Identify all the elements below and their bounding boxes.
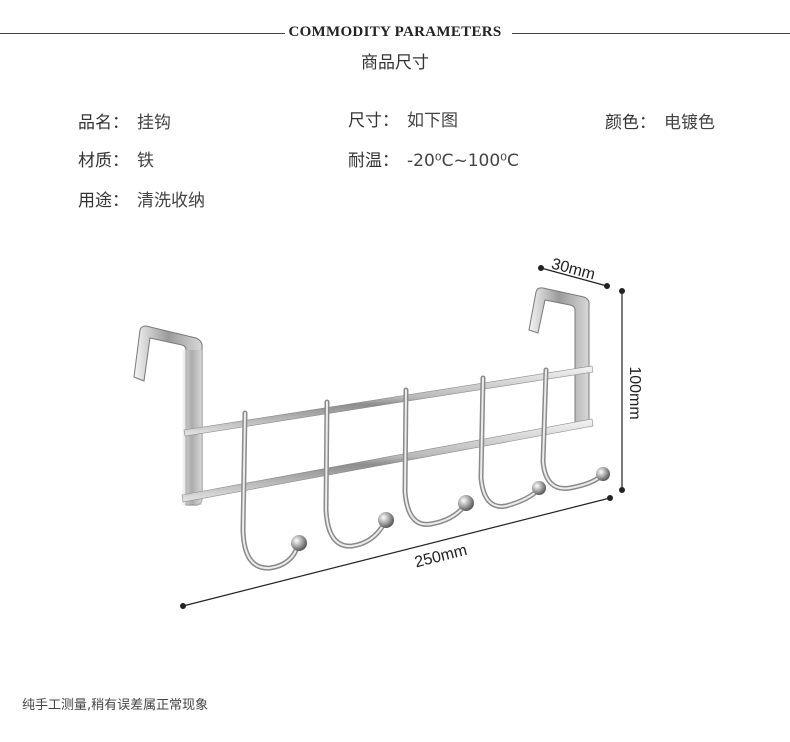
param-size-value: 如下图	[407, 111, 458, 131]
dimension-height-label: 100mm	[626, 366, 643, 419]
hook-2	[323, 399, 394, 549]
dimension-depth-label: 30mm	[549, 256, 596, 284]
param-temp-label: 耐温：	[348, 151, 399, 171]
param-temp: 耐温： -20⁰C~100⁰C	[348, 146, 519, 171]
hook-5	[540, 367, 610, 491]
header-title-en: COMMODITY PARAMETERS	[0, 24, 790, 41]
header-rule-left	[0, 33, 300, 34]
param-use-value: 清洗收纳	[137, 191, 205, 211]
param-temp-value: -20⁰C~100⁰C	[407, 151, 519, 171]
param-name-label: 品名：	[78, 113, 129, 133]
param-use: 用途： 清洗收纳	[78, 186, 205, 211]
rails	[181, 365, 594, 503]
right-bracket	[528, 287, 590, 425]
param-use-label: 用途：	[78, 191, 129, 211]
dimension-depth: 30mm	[538, 256, 610, 289]
param-color-value: 电镀色	[664, 113, 715, 133]
param-size: 尺寸： 如下图	[348, 106, 458, 131]
header-title-cn: 商品尺寸	[361, 53, 429, 73]
hook-1	[240, 410, 307, 571]
left-bracket	[133, 325, 203, 506]
footer-note: 纯手工测量,稍有误差属正常现象	[22, 698, 209, 713]
dimension-length-label: 250mm	[413, 542, 469, 571]
param-material-label: 材质：	[78, 151, 129, 171]
dimension-height: 100mm	[619, 288, 643, 493]
param-color-label: 颜色：	[605, 113, 656, 133]
param-color: 颜色： 电镀色	[605, 108, 715, 133]
header-rule-right	[512, 33, 790, 34]
param-material-value: 铁	[137, 151, 154, 171]
param-size-label: 尺寸：	[348, 111, 399, 131]
hook-4	[478, 375, 546, 509]
hook-3	[402, 387, 474, 527]
hooks	[240, 367, 610, 571]
param-name: 品名： 挂钩	[78, 108, 171, 133]
param-material: 材质： 铁	[78, 146, 154, 171]
param-name-value: 挂钩	[137, 113, 171, 133]
